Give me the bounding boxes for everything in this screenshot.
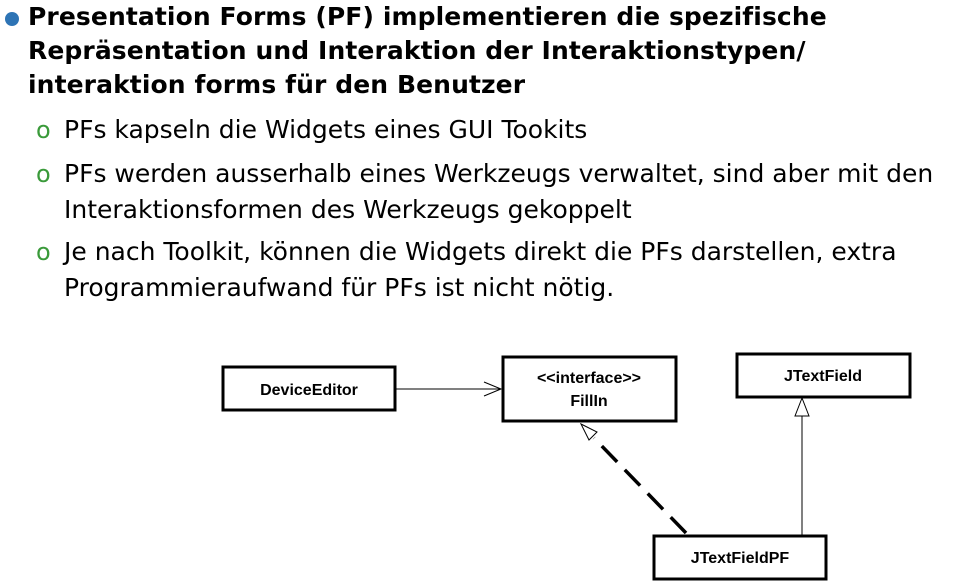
generalization-arrowhead xyxy=(794,396,810,417)
sub-bullet-marker: o xyxy=(36,160,51,188)
device-editor-box: DeviceEditor xyxy=(221,365,397,412)
fillin-stereotype-label: <<interface>> xyxy=(537,370,641,387)
sub-bullet-text: Je nach Toolkit, können die Widgets dire… xyxy=(64,237,897,302)
fillin-name-label: FillIn xyxy=(570,393,607,410)
jtextfield-label: JTextField xyxy=(784,368,862,385)
realization-line xyxy=(592,436,688,535)
sub-bullet-marker: o xyxy=(36,116,51,144)
sub-bullet-text: PFs werden ausserhalb eines Werkzeugs ve… xyxy=(64,159,934,224)
fillin-interface-box: <<interface>> FillIn xyxy=(501,355,678,423)
jtextfield-box: JTextField xyxy=(735,352,912,399)
realization-arrowhead xyxy=(579,422,598,441)
main-bullet-text: Presentation Forms (PF) implementieren d… xyxy=(28,2,827,99)
device-editor-label: DeviceEditor xyxy=(260,382,358,399)
association-arrowhead xyxy=(483,381,503,397)
sub-bullet-marker: o xyxy=(36,238,51,266)
sub-bullet-text: PFs kapseln die Widgets eines GUI Tookit… xyxy=(64,115,588,144)
jtextfieldpf-label: JTextFieldPF xyxy=(691,550,790,567)
main-bullet-dot xyxy=(5,12,19,26)
jtextfieldpf-box: JTextFieldPF xyxy=(652,534,828,581)
